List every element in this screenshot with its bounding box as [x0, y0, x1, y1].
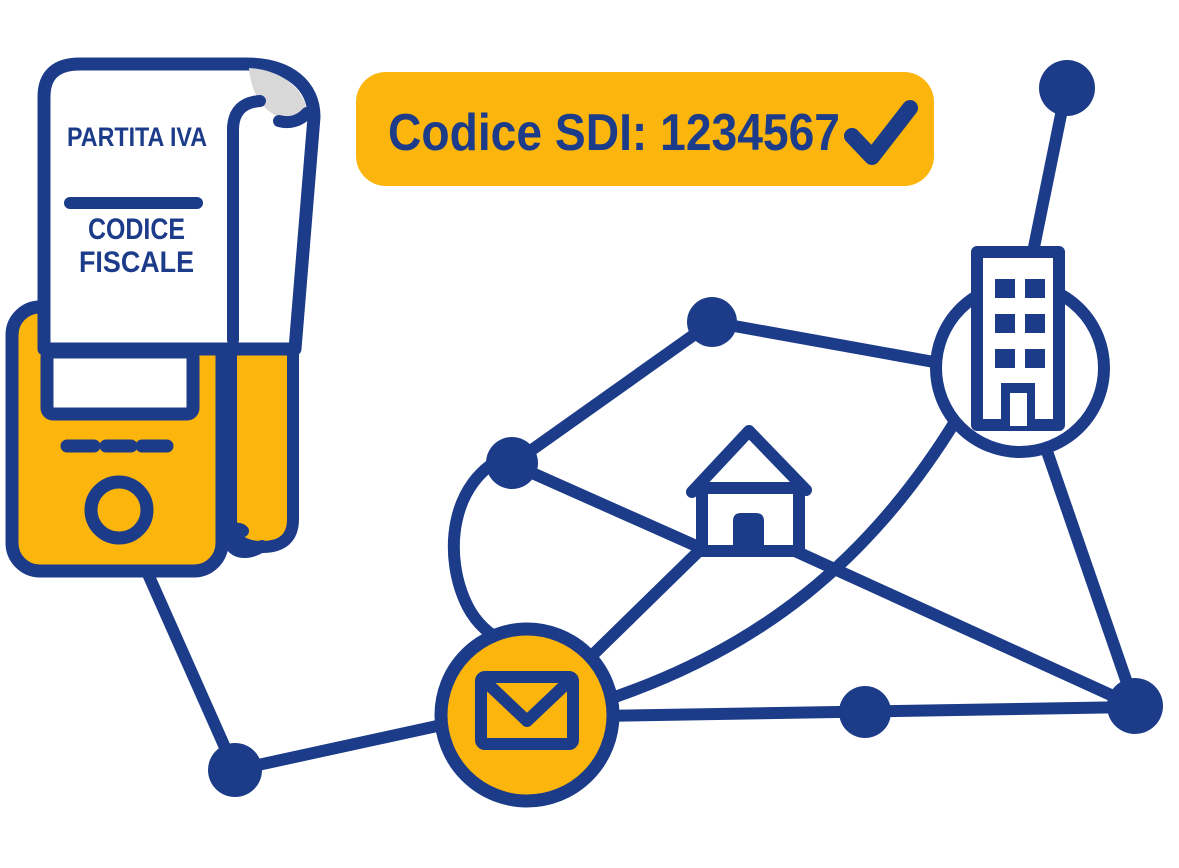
building-window [1025, 314, 1045, 333]
checkmark-icon [844, 100, 918, 165]
house-roof [686, 425, 812, 498]
network-edge [229, 715, 466, 776]
house-icon [686, 425, 812, 557]
network-edge [706, 316, 951, 370]
building-window [995, 279, 1015, 298]
sdi-badge-text: Codice SDI: 1234567 [388, 104, 840, 162]
network-node [486, 437, 538, 489]
network-edge [594, 414, 962, 708]
building-window [1025, 349, 1045, 368]
network-edge [506, 316, 718, 470]
paper-sheet-edge [227, 95, 266, 346]
building-door-inner [1010, 393, 1027, 426]
envelope-outline [475, 671, 579, 750]
building-window [995, 314, 1015, 333]
network-edge [1026, 89, 1071, 263]
network-node [687, 297, 737, 347]
envelope-flap [483, 679, 571, 727]
network-nodes [208, 60, 1163, 797]
building-window [1025, 279, 1045, 298]
receipt-title: PARTITA IVA [67, 122, 207, 152]
sdi-badge: Codice SDI: 1234567 [356, 72, 934, 186]
sdi-badge-background [356, 72, 934, 186]
printer-display [40, 345, 200, 421]
receipt-line2: CODICE [88, 213, 185, 246]
printer-button [84, 475, 154, 545]
envelope-hub [434, 622, 620, 808]
network-edge [789, 545, 1141, 712]
building-hub [930, 246, 1110, 458]
network-node [1039, 60, 1095, 116]
network-node [1107, 678, 1163, 734]
network-node [208, 743, 262, 797]
network-edge [1035, 428, 1141, 712]
paper-curl-inner-edge [273, 107, 313, 129]
network-edge [506, 458, 709, 555]
building-icon [971, 246, 1065, 431]
network-node [839, 686, 891, 738]
receipt-line3: FISCALE [79, 246, 194, 279]
paper-fold-curl [223, 522, 268, 559]
network-edge [134, 550, 241, 776]
house-door [733, 513, 764, 551]
envelope-icon [475, 671, 579, 750]
paper-curl-shadow [249, 68, 307, 119]
network-lines [134, 89, 1141, 776]
house-body [696, 482, 805, 557]
building-window [995, 349, 1015, 368]
receipt-printer: PARTITA IVA CODICE FISCALE [5, 57, 321, 578]
